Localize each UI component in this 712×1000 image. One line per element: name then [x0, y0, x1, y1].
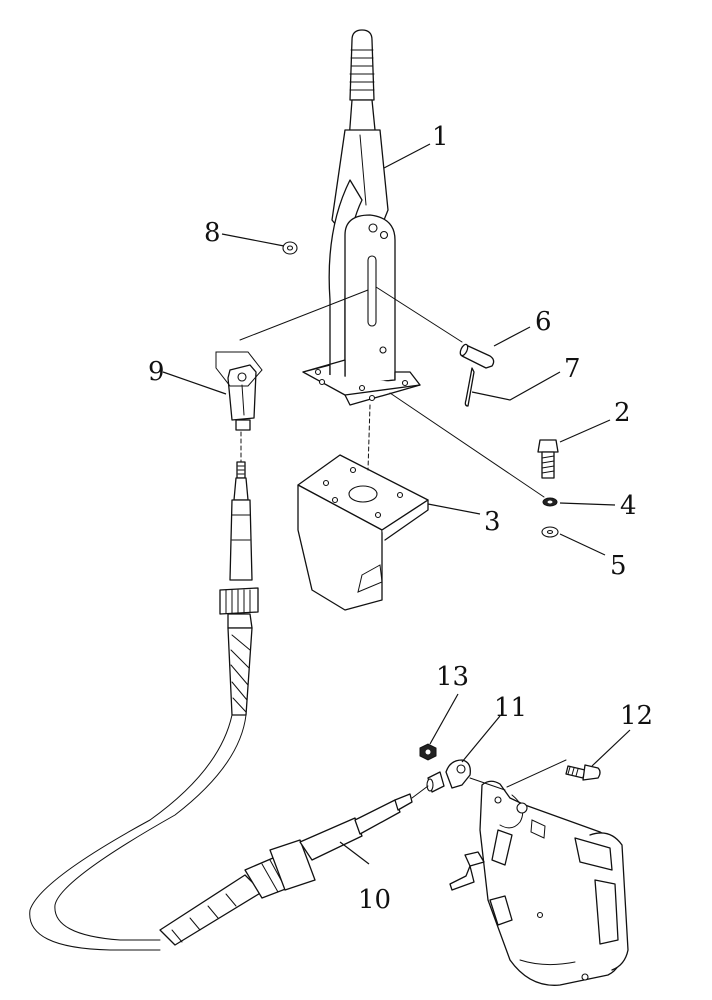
callout-labels: 1 2 3 4 5 6 7 8 9 10 11 12 13: [148, 122, 653, 915]
washer-8: [282, 241, 298, 255]
callout-4: 4: [620, 491, 637, 521]
cotter-pin-7: [464, 367, 475, 407]
callout-5: 5: [610, 551, 627, 581]
callout-6: 6: [535, 307, 552, 337]
mounting-bracket-3: [297, 454, 429, 611]
clevis-pin-6: [459, 343, 495, 369]
lock-washer-4: [542, 497, 558, 507]
callout-11: 11: [494, 693, 527, 723]
callout-8: 8: [204, 218, 221, 248]
bolt-12: [565, 764, 601, 781]
callout-12: 12: [620, 701, 653, 731]
callout-13: 13: [436, 662, 469, 692]
rod-end-11: [445, 759, 471, 789]
clevis-9: [227, 364, 257, 431]
callout-3: 3: [484, 507, 501, 537]
leader-lines: [162, 143, 631, 865]
lever-bracket: [302, 214, 421, 406]
callout-10: 10: [358, 885, 391, 915]
callout-1: 1: [432, 122, 449, 152]
nut-13: [419, 743, 437, 761]
control-cable-10: [29, 461, 413, 951]
flat-washer-5: [541, 526, 559, 538]
callout-2: 2: [614, 398, 631, 428]
callout-7: 7: [564, 354, 581, 384]
governor-housing: [449, 780, 629, 986]
bolt-2: [537, 439, 559, 479]
callout-9: 9: [148, 357, 165, 387]
spacer: [426, 771, 445, 793]
